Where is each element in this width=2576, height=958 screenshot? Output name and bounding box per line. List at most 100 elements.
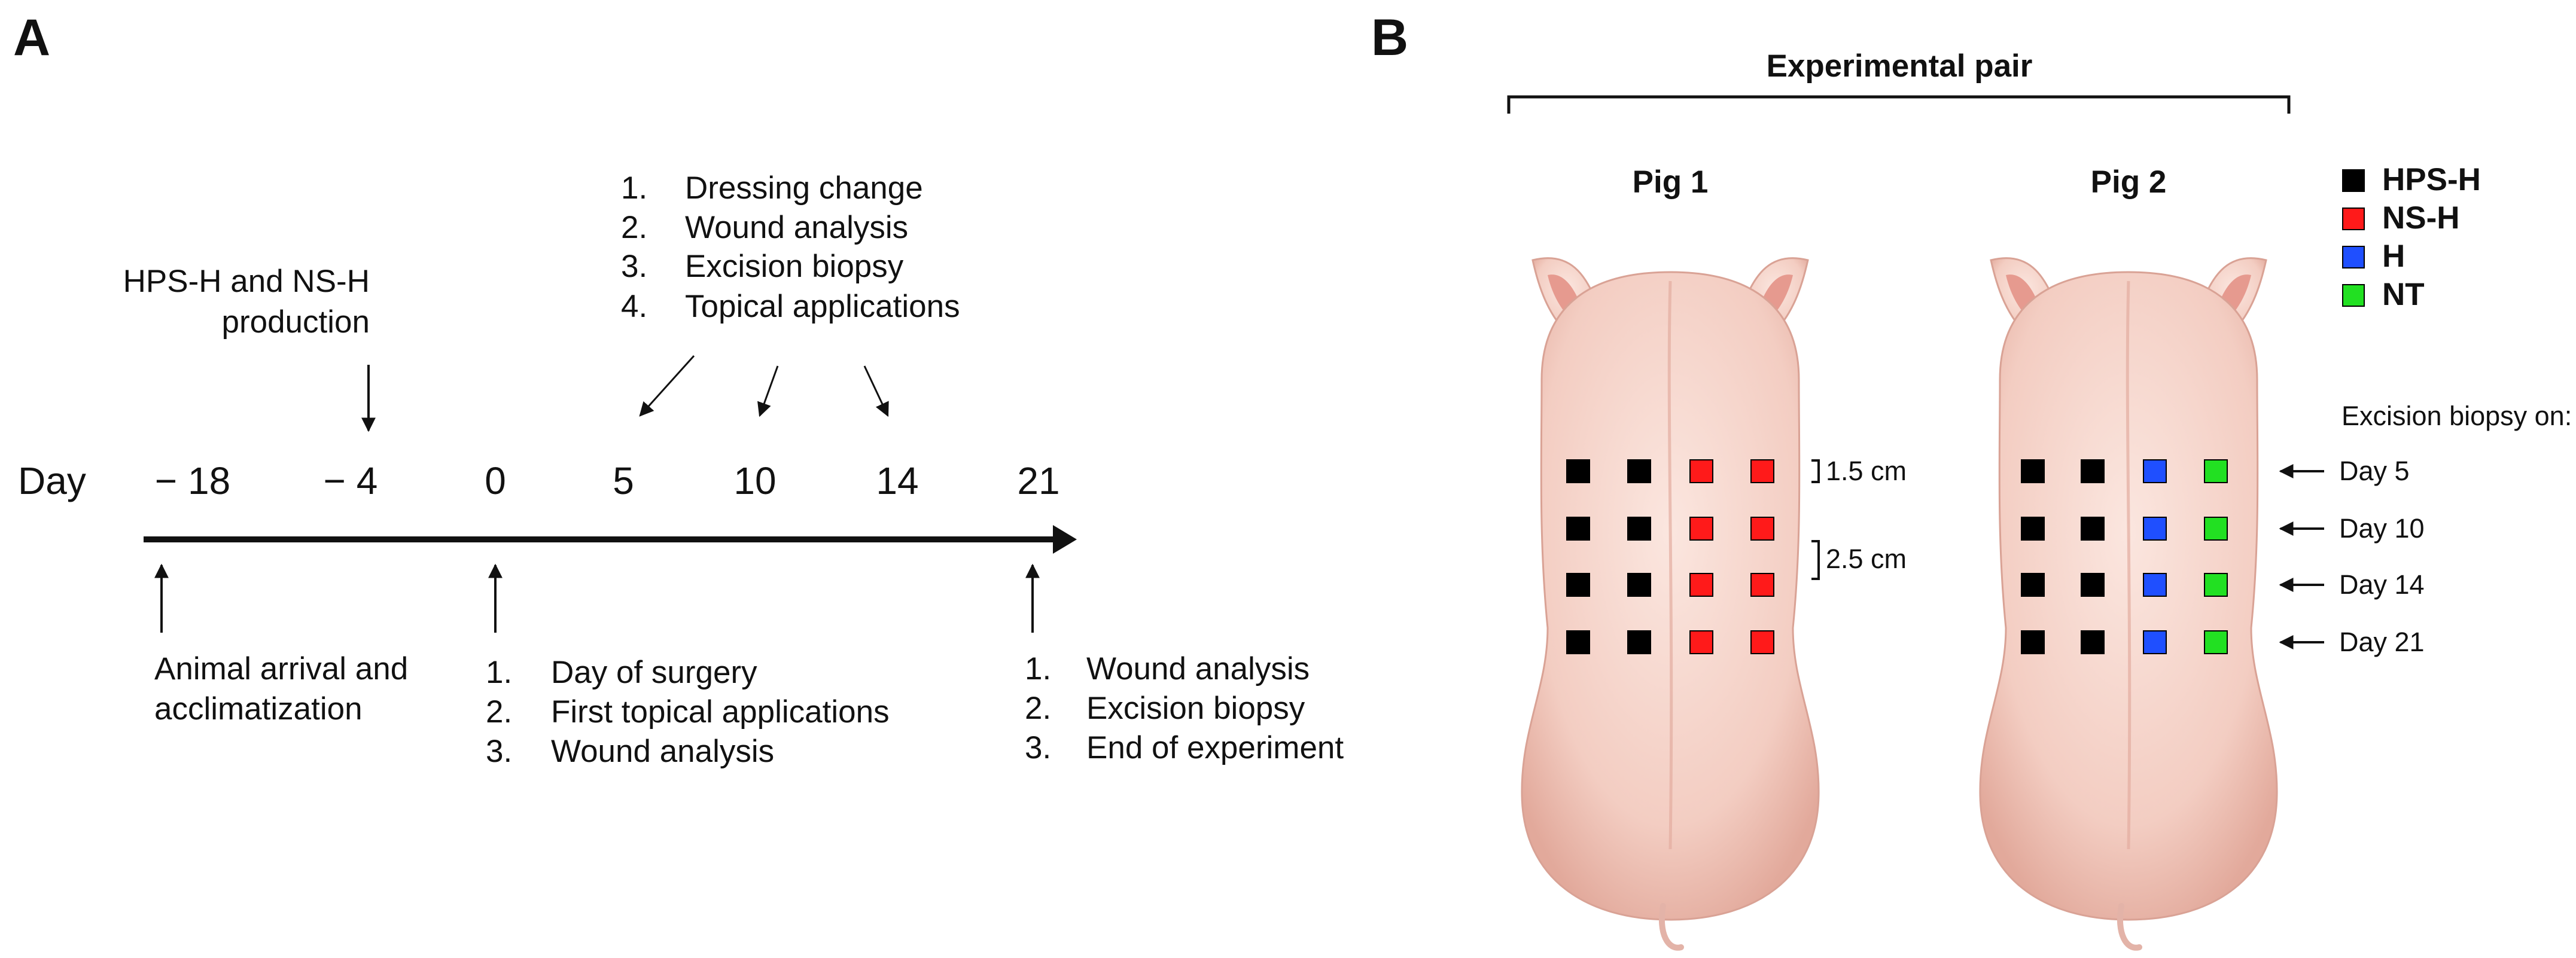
wound-site-ns-h — [1689, 630, 1713, 654]
axis-label-day: Day — [18, 459, 86, 502]
dim-label-small: 1.5 cm — [1826, 456, 1907, 486]
pair-title: Experimental pair — [1767, 48, 2033, 84]
wound-site-hps-h — [1627, 630, 1651, 654]
wound-site-ns-h — [1750, 459, 1774, 483]
wound-site-hps-h — [2021, 630, 2045, 654]
end-step-text: Wound analysis — [1086, 651, 1310, 687]
during-step-num: 3. — [621, 249, 647, 284]
during-arrow-day5 — [639, 355, 695, 417]
tick-label: 14 — [876, 459, 918, 502]
pig-body — [1979, 257, 2278, 951]
surgery-step-num: 2. — [486, 694, 512, 730]
wound-site-nt — [2204, 459, 2228, 483]
wound-site-ns-h — [1689, 517, 1713, 541]
during-arrow-day10 — [757, 365, 779, 417]
timeline-arrowhead — [1053, 525, 1077, 554]
end-step-num: 2. — [1025, 691, 1051, 726]
biopsy-day-label: Day 5 — [2339, 456, 2410, 486]
wound-site-hps-h — [1627, 517, 1651, 541]
during-step-num: 4. — [621, 289, 647, 324]
during-step-text: Dressing change — [685, 170, 923, 206]
wound-site-h — [2143, 630, 2167, 654]
legend-swatch-nt — [2342, 284, 2365, 307]
wound-site-hps-h — [2081, 573, 2105, 597]
production-line-2: production — [221, 304, 370, 340]
legend-swatch-hps-h — [2342, 169, 2365, 192]
pig-2-illustration — [1979, 257, 2278, 951]
end-step-text: Excision biopsy — [1086, 691, 1305, 726]
wound-site-hps-h — [2021, 573, 2045, 597]
tick-label: 21 — [1017, 459, 1059, 502]
end-step-num: 3. — [1025, 730, 1051, 765]
surgery-step-num: 1. — [486, 655, 512, 690]
pig-2-wound-grid — [2021, 459, 2228, 654]
legend-swatch-ns-h — [2342, 208, 2365, 230]
pig2-label: Pig 2 — [2091, 164, 2167, 200]
legend: HPS-H NS-H H NT — [2342, 162, 2481, 312]
biopsy-day-rows: Day 5 Day 10 Day 14 Day 21 — [2279, 456, 2425, 657]
during-step-num: 1. — [621, 170, 647, 206]
end-step-text: End of experiment — [1086, 730, 1344, 765]
production-line-1: HPS-H and NS-H — [123, 264, 370, 299]
tick-label: − 4 — [324, 459, 378, 502]
arrival-line-1: Animal arrival and — [154, 651, 408, 687]
wound-site-hps-h — [2081, 459, 2105, 483]
arrival-line-2: acclimatization — [154, 691, 363, 727]
during-steps-list: 1. Dressing change 2. Wound analysis 3. … — [621, 170, 960, 324]
during-step-text: Wound analysis — [685, 210, 908, 245]
wound-site-hps-h — [2081, 517, 2105, 541]
surgery-step-text: Day of surgery — [551, 655, 757, 690]
wound-site-hps-h — [2021, 517, 2045, 541]
wound-site-hps-h — [2021, 459, 2045, 483]
wound-site-h — [2143, 459, 2167, 483]
end-step-num: 1. — [1025, 651, 1051, 687]
biopsy-day-label: Day 14 — [2339, 569, 2425, 600]
biopsy-title: Excision biopsy on: — [2341, 401, 2572, 431]
end-steps-list: 1. Wound analysis 2. Excision biopsy 3. … — [1025, 651, 1344, 765]
wound-site-h — [2143, 573, 2167, 597]
wound-site-hps-h — [1566, 630, 1590, 654]
pig-1-wound-grid — [1566, 459, 1774, 654]
wound-site-hps-h — [1627, 573, 1651, 597]
during-step-text: Excision biopsy — [685, 249, 904, 284]
pig1-label: Pig 1 — [1633, 164, 1709, 200]
legend-label: NS-H — [2382, 200, 2460, 236]
wound-site-nt — [2204, 573, 2228, 597]
wound-site-hps-h — [2081, 630, 2105, 654]
during-step-num: 2. — [621, 210, 647, 245]
tick-label: 5 — [613, 459, 634, 502]
wound-site-ns-h — [1750, 630, 1774, 654]
wound-site-ns-h — [1689, 573, 1713, 597]
during-step-text: Topical applications — [685, 289, 960, 324]
dim-bracket-large — [1811, 540, 1820, 580]
wound-site-hps-h — [1566, 573, 1590, 597]
tick-label: 10 — [733, 459, 776, 502]
during-arrow-day14 — [863, 365, 889, 417]
surgery-step-text: Wound analysis — [551, 734, 774, 769]
wound-site-hps-h — [1566, 459, 1590, 483]
wound-site-nt — [2204, 630, 2228, 654]
dim-bracket-small — [1811, 459, 1820, 483]
legend-swatch-h — [2342, 246, 2365, 269]
panel-b: B Experimental pair Pig 1 Pig 2 — [1371, 9, 2572, 951]
legend-label: NT — [2382, 277, 2425, 312]
wound-site-ns-h — [1750, 573, 1774, 597]
legend-label: HPS-H — [2382, 162, 2481, 197]
wound-site-hps-h — [1566, 517, 1590, 541]
surgery-step-text: First topical applications — [551, 694, 890, 730]
tick-label: 0 — [485, 459, 506, 502]
pair-bracket — [1507, 95, 2291, 114]
pig-1-illustration — [1521, 257, 1820, 951]
panel-b-label: B — [1371, 9, 1408, 66]
wound-site-ns-h — [1750, 517, 1774, 541]
tick-label: − 18 — [155, 459, 230, 502]
dim-label-large: 2.5 cm — [1826, 544, 1907, 574]
surgery-steps-list: 1. Day of surgery 2. First topical appli… — [486, 655, 890, 769]
pig-body — [1521, 257, 1820, 951]
wound-site-nt — [2204, 517, 2228, 541]
biopsy-day-label: Day 21 — [2339, 627, 2425, 657]
wound-site-h — [2143, 517, 2167, 541]
biopsy-day-label: Day 10 — [2339, 513, 2425, 544]
wound-site-hps-h — [1627, 459, 1651, 483]
